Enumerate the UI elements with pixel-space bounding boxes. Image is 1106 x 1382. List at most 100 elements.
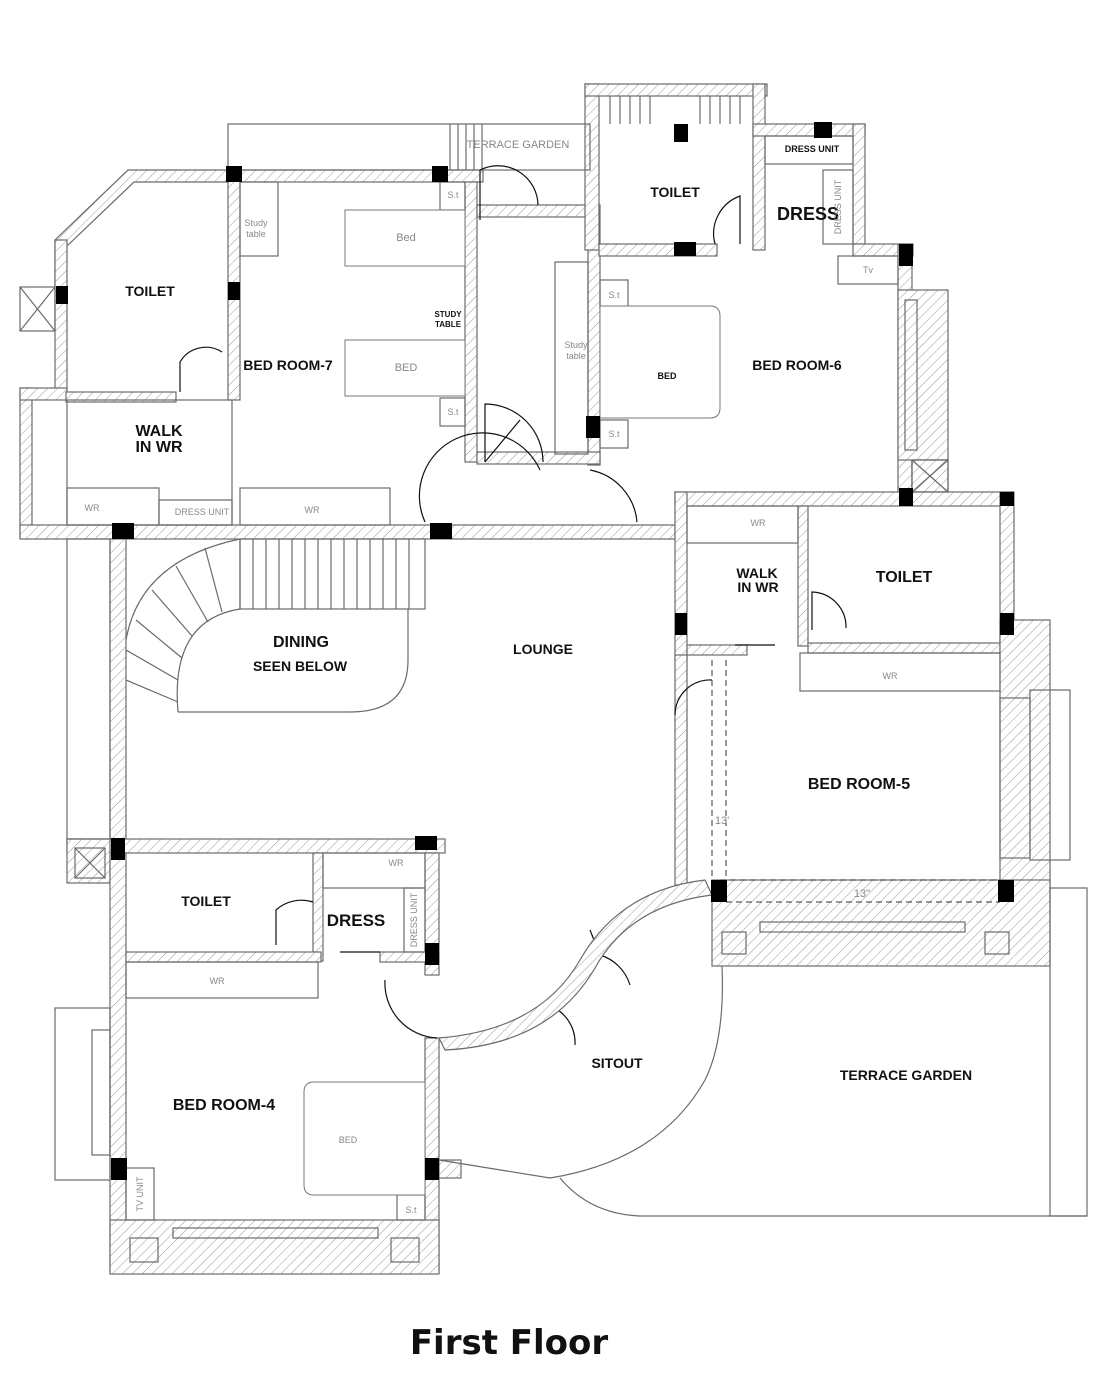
label-wr-b7: WR xyxy=(305,505,320,515)
room-label-terrace: TERRACE GARDEN xyxy=(840,1067,972,1083)
wall-corridor-bottom xyxy=(476,451,601,465)
label-wr-b5: WR xyxy=(883,671,898,681)
label-st-b7-bottom: S.t xyxy=(447,407,459,417)
outlines xyxy=(19,123,1088,1263)
wall-dress-n-right xyxy=(852,123,866,245)
bed5-corner-r xyxy=(984,931,1010,955)
room-label-bed4: BED ROOM-4 xyxy=(173,1097,275,1114)
wall-east-top xyxy=(674,491,1014,507)
room-label-toilet-n: TOILET xyxy=(650,184,700,200)
label-bed-b7-top: Bed xyxy=(396,232,416,244)
room-label-dress-sw: DRESS xyxy=(327,911,386,930)
label-wr-dress-sw: WR xyxy=(389,858,404,868)
bed-b4 xyxy=(303,1081,426,1196)
west-box xyxy=(74,847,106,879)
room-label-bed7: BED ROOM-7 xyxy=(243,357,333,373)
label-dress-unit-v-sw: DRESS UNIT xyxy=(409,892,419,947)
label-study-caps-1: STUDY xyxy=(434,310,462,319)
bed6-window-outer xyxy=(904,299,918,451)
room-label-sitout: SITOUT xyxy=(591,1055,643,1071)
staircase xyxy=(125,538,426,713)
room-label-walkin-e-1: WALK xyxy=(736,565,777,581)
wr-walkin-e xyxy=(686,505,799,544)
wall-toilet-n-top xyxy=(584,83,768,97)
toilet-nw-box xyxy=(19,286,56,332)
wr-nw xyxy=(66,487,160,526)
wall-toilet-e-bottom xyxy=(807,642,1001,654)
label-study-corr-2: table xyxy=(566,351,586,361)
wall-walkin-e-right xyxy=(797,505,809,647)
wall-nw-step xyxy=(19,387,68,401)
wall-toilet-sw-bottom xyxy=(125,951,322,963)
study-table-corridor xyxy=(554,261,589,455)
wall-sw-left xyxy=(109,852,127,1274)
bed5-bottom-window xyxy=(759,921,966,933)
label-wr-walkin-e: WR xyxy=(751,518,766,528)
room-label-walkin-e-2: IN WR xyxy=(737,579,778,595)
label-st-b7-top: S.t xyxy=(447,190,459,200)
wr-bed7 xyxy=(239,487,391,526)
wall-walkin-e-bottom xyxy=(686,644,748,656)
room-label-toilet-nw: TOILET xyxy=(125,283,175,299)
room-label-toilet-sw: TOILET xyxy=(181,893,231,909)
label-dim-13p: 13' xyxy=(715,815,729,827)
label-bed-b4: BED xyxy=(339,1135,358,1145)
bed4-window xyxy=(54,1007,111,1181)
bed4-corner-r xyxy=(390,1237,420,1263)
bed5-window-outer xyxy=(1029,689,1071,861)
room-label-bed6: BED ROOM-6 xyxy=(752,357,842,373)
label-wr-nw: WR xyxy=(85,503,100,513)
label-st-b6-top: S.t xyxy=(608,290,620,300)
dress-unit-v-n xyxy=(822,169,854,245)
bed5-corner-l xyxy=(721,931,747,955)
label-terrace-north: TERRACE GARDEN xyxy=(467,139,570,151)
wall-dress-n-top xyxy=(752,123,866,137)
bed-b7-bottom xyxy=(344,339,466,397)
label-study-caps-2: TABLE xyxy=(435,320,462,329)
wall-bed5-right-bay xyxy=(999,619,1051,891)
study-table-bed7 xyxy=(239,181,279,257)
wall-bed4-bottom xyxy=(109,1219,440,1275)
label-wr-sw: WR xyxy=(210,976,225,986)
label-st-b6-bottom: S.t xyxy=(608,429,620,439)
wall-toilet-n-right xyxy=(752,83,766,251)
tv-unit-bed4 xyxy=(125,1167,155,1221)
wr-sw xyxy=(125,961,319,999)
bed4-window-inner xyxy=(91,1029,111,1156)
wall-bed6-window xyxy=(897,289,949,461)
room-label-dining-1: DINING xyxy=(273,634,329,651)
room-label-dress-n: DRESS xyxy=(777,204,839,224)
dimension-dashes xyxy=(711,660,1000,903)
wall-toilet-n-left xyxy=(584,83,600,251)
label-dim-13: 13" xyxy=(854,888,870,900)
wall-nw-chamfer xyxy=(54,169,229,291)
label-study-corr-1: Study xyxy=(564,340,588,350)
wall-bed7-right xyxy=(464,181,478,463)
label-tv-unit-b4: TV UNIT xyxy=(135,1176,145,1212)
wall-toilet-sw-right xyxy=(312,852,324,962)
label-tv-b6: Tv xyxy=(863,265,873,275)
wr-dress-sw xyxy=(322,852,426,889)
dress-unit-sw xyxy=(403,887,426,953)
wall-lounge-west xyxy=(109,538,127,840)
bed4-bottom-window xyxy=(172,1227,379,1239)
label-bed-b6: BED xyxy=(657,371,677,381)
label-st-b4: S.t xyxy=(405,1205,417,1215)
label-dress-unit-v-n: DRESS UNIT xyxy=(833,179,843,234)
bed4-corner-l xyxy=(129,1237,159,1263)
terrace-east-outline xyxy=(1049,887,1088,1217)
dress-unit-nw xyxy=(158,499,233,526)
tv-bed6 xyxy=(837,255,899,285)
wall-nw-left xyxy=(54,239,68,391)
bed-b6 xyxy=(599,305,721,419)
label-dress-unit-nw: DRESS UNIT xyxy=(175,507,230,517)
furniture-labels: Study table Bed BED STUDY TABLE S.t S.t … xyxy=(85,139,898,1215)
wr-bed5 xyxy=(799,652,1001,692)
terrace-north-ticks xyxy=(449,96,741,170)
room-label-lounge: LOUNGE xyxy=(513,641,573,657)
bed-b7-top xyxy=(344,209,466,267)
page-title: First Floor xyxy=(410,1323,609,1363)
label-study-b7-1: Study xyxy=(244,218,268,228)
furniture xyxy=(303,209,721,1196)
